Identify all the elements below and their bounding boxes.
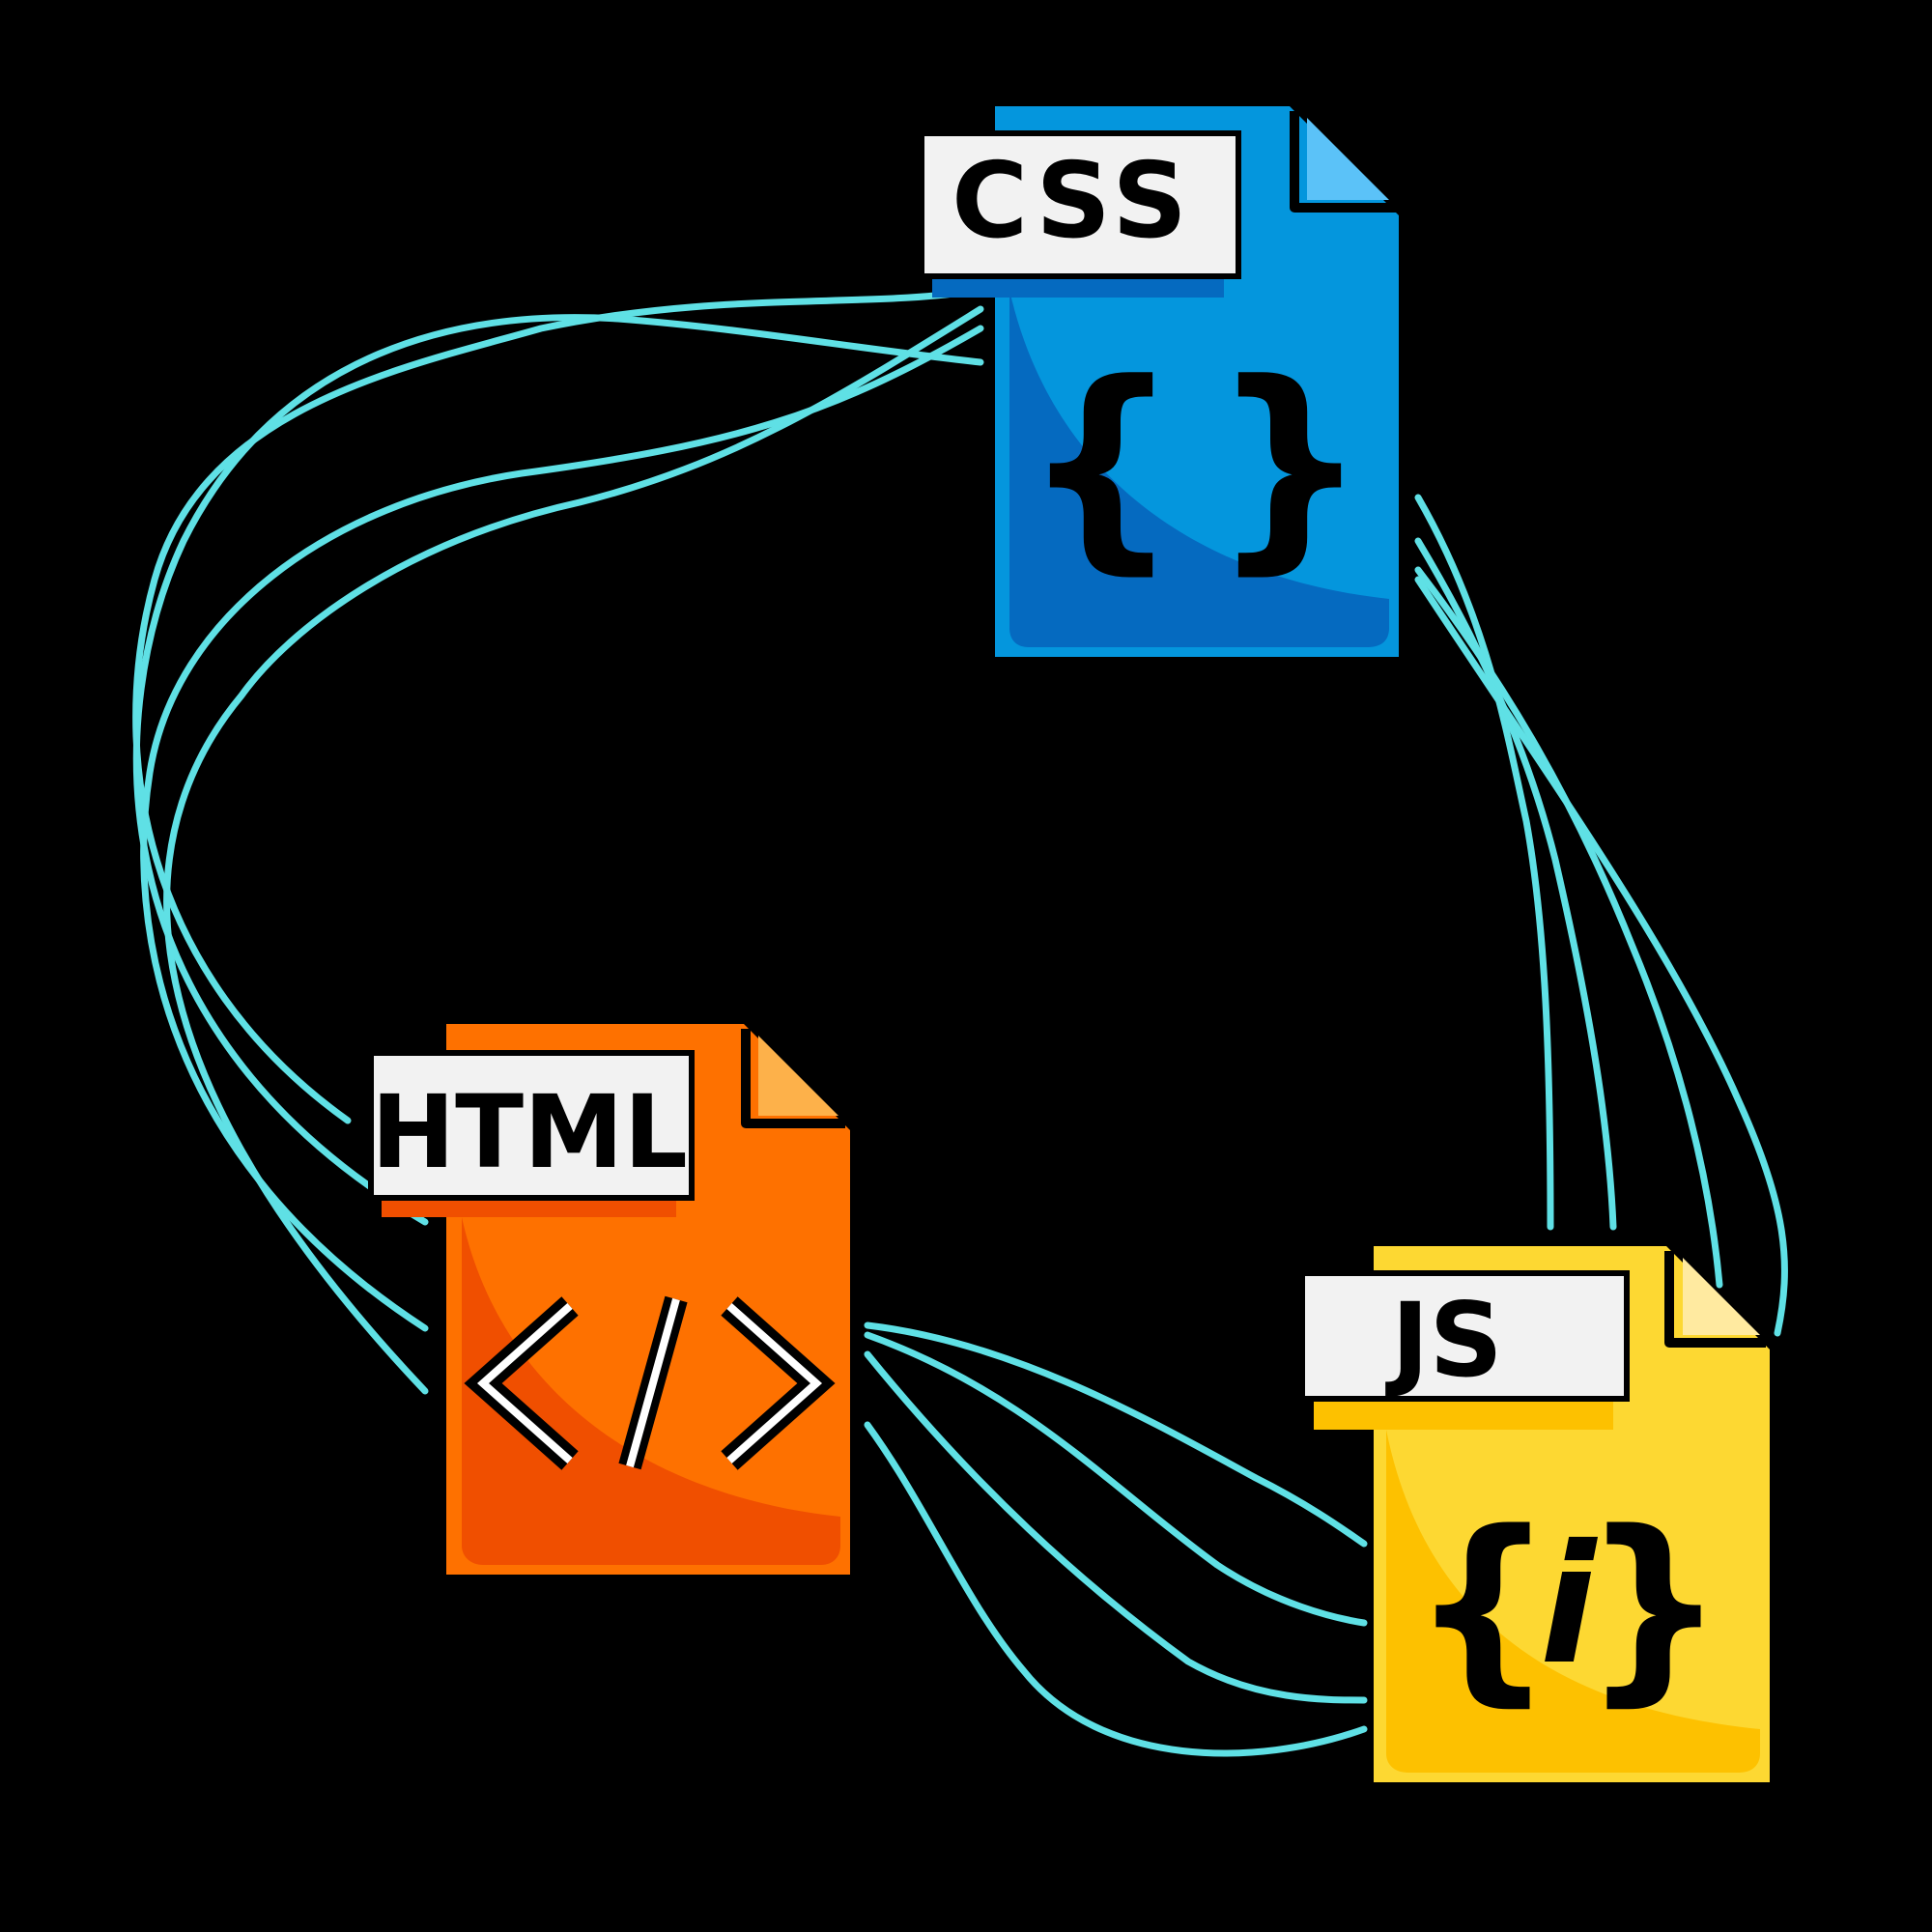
css-js-wires bbox=[1414, 494, 1788, 1337]
css-file-icon[interactable]: CSS { } bbox=[919, 106, 1408, 657]
js-label-box bbox=[1299, 1270, 1630, 1402]
wire-css-js-4 bbox=[1414, 576, 1788, 1337]
wire-html-js-4 bbox=[864, 1421, 1368, 1757]
js-file-shade bbox=[1386, 1430, 1760, 1773]
wire-html-js-3 bbox=[864, 1350, 1368, 1704]
code-tag-left-inner bbox=[476, 1303, 573, 1463]
wire-css-js-1 bbox=[1414, 494, 1554, 1231]
curly-braces-icon: { } bbox=[1022, 336, 1369, 594]
js-label-text: JS bbox=[1385, 1281, 1503, 1400]
html-file-notches bbox=[437, 1154, 860, 1540]
wire-html-js-1 bbox=[864, 1321, 1368, 1548]
css-label-box bbox=[919, 130, 1241, 279]
css-file-notches bbox=[985, 237, 1408, 617]
js-file-icon[interactable]: JS { i } bbox=[1299, 1246, 1779, 1782]
html-file-fold bbox=[758, 1036, 838, 1116]
html-label-box bbox=[368, 1050, 695, 1201]
code-tag-icon bbox=[464, 1295, 836, 1470]
css-file-fold-edge bbox=[1290, 111, 1396, 213]
css-label-text: CSS bbox=[952, 141, 1193, 262]
connections bbox=[132, 286, 1788, 1757]
css-brace-right: } bbox=[1210, 336, 1369, 594]
css-file-shade bbox=[1009, 290, 1389, 647]
js-brace-right: } bbox=[1581, 1488, 1726, 1724]
wire-html-js-2 bbox=[864, 1331, 1368, 1627]
js-info-i: i bbox=[1540, 1510, 1599, 1701]
js-brace-left: { bbox=[1410, 1488, 1555, 1724]
html-file-shade bbox=[462, 1217, 840, 1565]
wire-css-html-4 bbox=[163, 305, 984, 1395]
js-file-notches bbox=[1364, 1370, 1779, 1762]
css-brace-left: { bbox=[1022, 336, 1180, 594]
code-tag-right-inner bbox=[726, 1303, 823, 1463]
wire-css-html-3 bbox=[140, 325, 984, 1332]
js-file-fold-edge bbox=[1664, 1251, 1766, 1348]
html-file-fold-edge bbox=[741, 1029, 845, 1128]
wire-css-js-3 bbox=[1414, 566, 1723, 1289]
wire-css-html-1 bbox=[132, 286, 984, 1124]
html-file-icon[interactable]: HTML bbox=[368, 1024, 860, 1575]
css-file-fold bbox=[1307, 118, 1389, 200]
wire-css-js-2 bbox=[1414, 537, 1617, 1231]
js-file-fold bbox=[1683, 1258, 1760, 1335]
html-label-text: HTML bbox=[371, 1073, 688, 1191]
css-html-wires bbox=[132, 286, 984, 1395]
code-tag-slash-inner bbox=[626, 1297, 680, 1468]
braces-info-icon: { i } bbox=[1410, 1488, 1726, 1724]
html-js-wires bbox=[864, 1321, 1368, 1757]
